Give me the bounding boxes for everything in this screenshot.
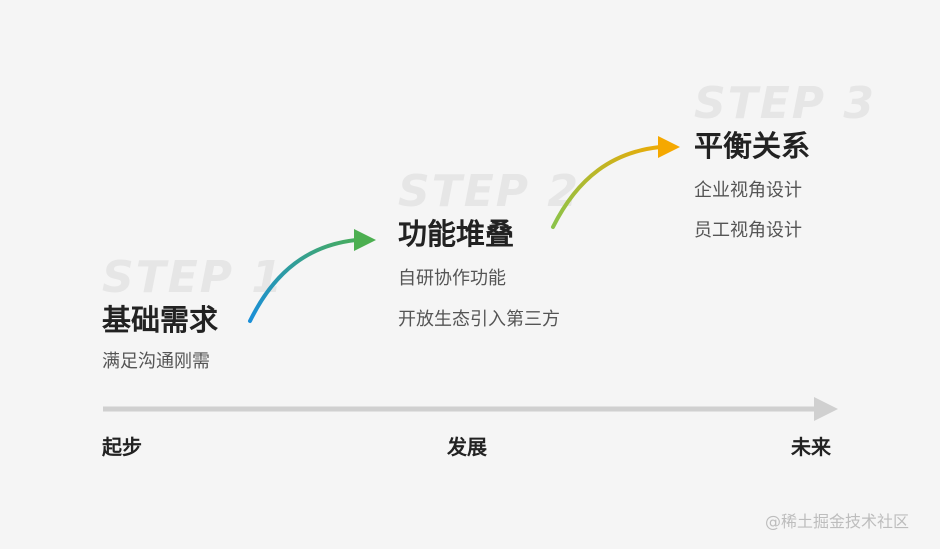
step-3-title: 平衡关系 (694, 129, 811, 163)
step-2-line-2: 开放生态引入第三方 (398, 309, 560, 330)
step-1-title: 基础需求 (102, 303, 219, 337)
progress-arrow-2 (551, 136, 680, 229)
step-3-line-2: 员工视角设计 (694, 220, 802, 241)
timeline-label-middle: 发展 (447, 435, 487, 459)
step-2-title: 功能堆叠 (398, 217, 515, 251)
timeline-label-end: 未来 (791, 435, 831, 459)
timeline-label-start: 起步 (102, 435, 142, 459)
progress-arrow-1 (248, 229, 376, 323)
step-2-line-1: 自研协作功能 (398, 268, 506, 289)
step-3-label: STEP 3 (694, 78, 876, 129)
watermark: @稀土掘金技术社区 (765, 512, 910, 531)
step-1-label: STEP 1 (102, 252, 284, 303)
step-3-line-1: 企业视角设计 (694, 180, 802, 201)
step-1-line-1: 满足沟通刚需 (102, 351, 210, 372)
step-2-label: STEP 2 (398, 166, 580, 217)
timeline-axis (103, 397, 838, 421)
